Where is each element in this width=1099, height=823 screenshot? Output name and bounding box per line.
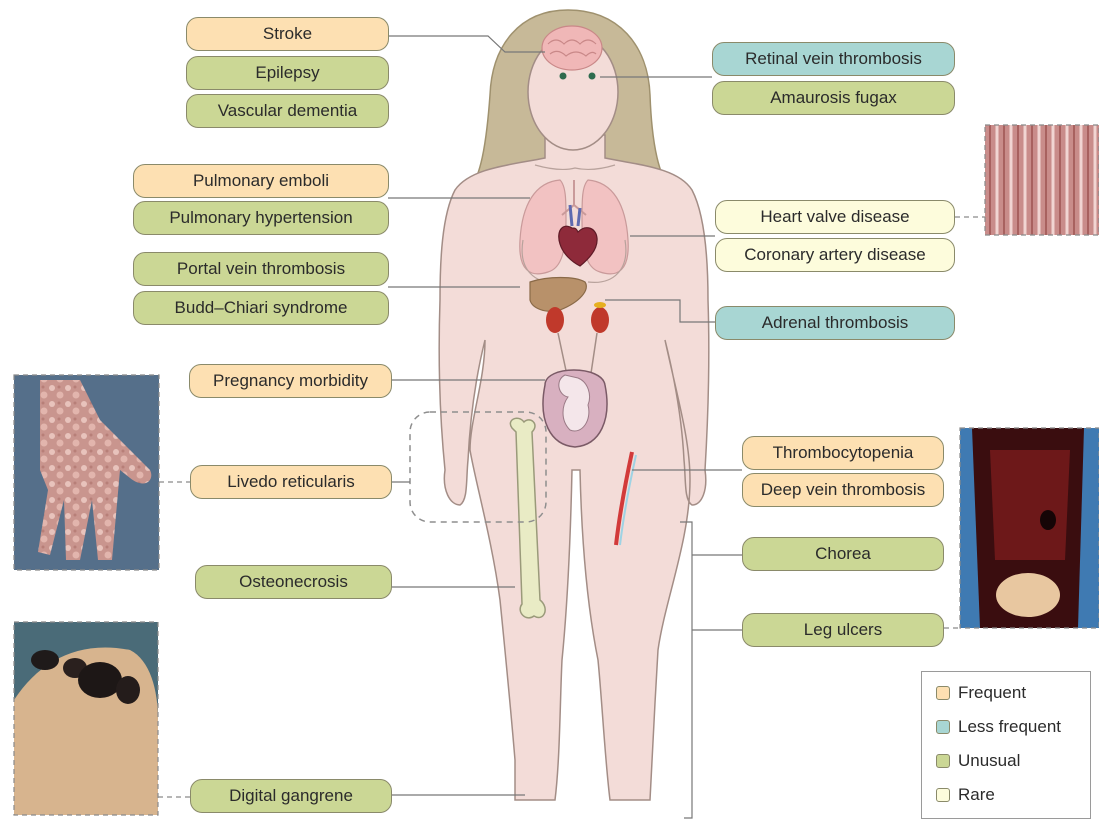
thrombocytopenia-label: Thrombocytopenia [742, 436, 944, 470]
unusual-swatch [936, 754, 950, 768]
amaurosis-fugax-label: Amaurosis fugax [712, 81, 955, 115]
adrenal-thrombosis-label: Adrenal thrombosis [715, 306, 955, 340]
portal-vein-thrombosis-label: Portal vein thrombosis [133, 252, 389, 286]
epilepsy-label: Epilepsy [186, 56, 389, 90]
rare-swatch [936, 788, 950, 802]
osteonecrosis-label: Osteonecrosis [195, 565, 392, 599]
digital-gangrene-foot-photo [14, 622, 158, 815]
left-kidney [546, 307, 564, 333]
legend-label-less-frequent: Less frequent [958, 717, 1061, 737]
retinal-vein-thrombosis-label: Retinal vein thrombosis [712, 42, 955, 76]
legend-item-rare: Rare [936, 782, 995, 808]
leg-ulcer-photo [960, 428, 1099, 628]
legend-label-rare: Rare [958, 785, 995, 805]
legend-item-unusual: Unusual [936, 748, 1020, 774]
coronary-artery-disease-label: Coronary artery disease [715, 238, 955, 272]
leg-ulcers-label: Leg ulcers [742, 613, 944, 647]
pulmonary-hypertension-label: Pulmonary hypertension [133, 201, 389, 235]
budd-chiari-syndrome-label: Budd–Chiari syndrome [133, 291, 389, 325]
vascular-dementia-label: Vascular dementia [186, 94, 389, 128]
legend-label-frequent: Frequent [958, 683, 1026, 703]
stroke-label: Stroke [186, 17, 389, 51]
left-eye [560, 73, 567, 80]
right-kidney [591, 307, 609, 333]
deep-vein-thrombosis-label: Deep vein thrombosis [742, 473, 944, 507]
right-eye [589, 73, 596, 80]
heart-valve-tissue-photo [985, 125, 1099, 235]
brain [542, 26, 602, 70]
legend-label-unusual: Unusual [958, 751, 1020, 771]
frequent-swatch [936, 686, 950, 700]
less-frequent-swatch [936, 720, 950, 734]
chorea-label: Chorea [742, 537, 944, 571]
pulmonary-emboli-label: Pulmonary emboli [133, 164, 389, 198]
livedo-hand-photo [14, 375, 159, 570]
pregnancy-morbidity-label: Pregnancy morbidity [189, 364, 392, 398]
digital-gangrene-label: Digital gangrene [190, 779, 392, 813]
legend-item-frequent: Frequent [936, 680, 1026, 706]
livedo-reticularis-label: Livedo reticularis [190, 465, 392, 499]
legend: Frequent Less frequent Unusual Rare [921, 671, 1091, 819]
legend-item-less-frequent: Less frequent [936, 714, 1061, 740]
heart-valve-disease-label: Heart valve disease [715, 200, 955, 234]
